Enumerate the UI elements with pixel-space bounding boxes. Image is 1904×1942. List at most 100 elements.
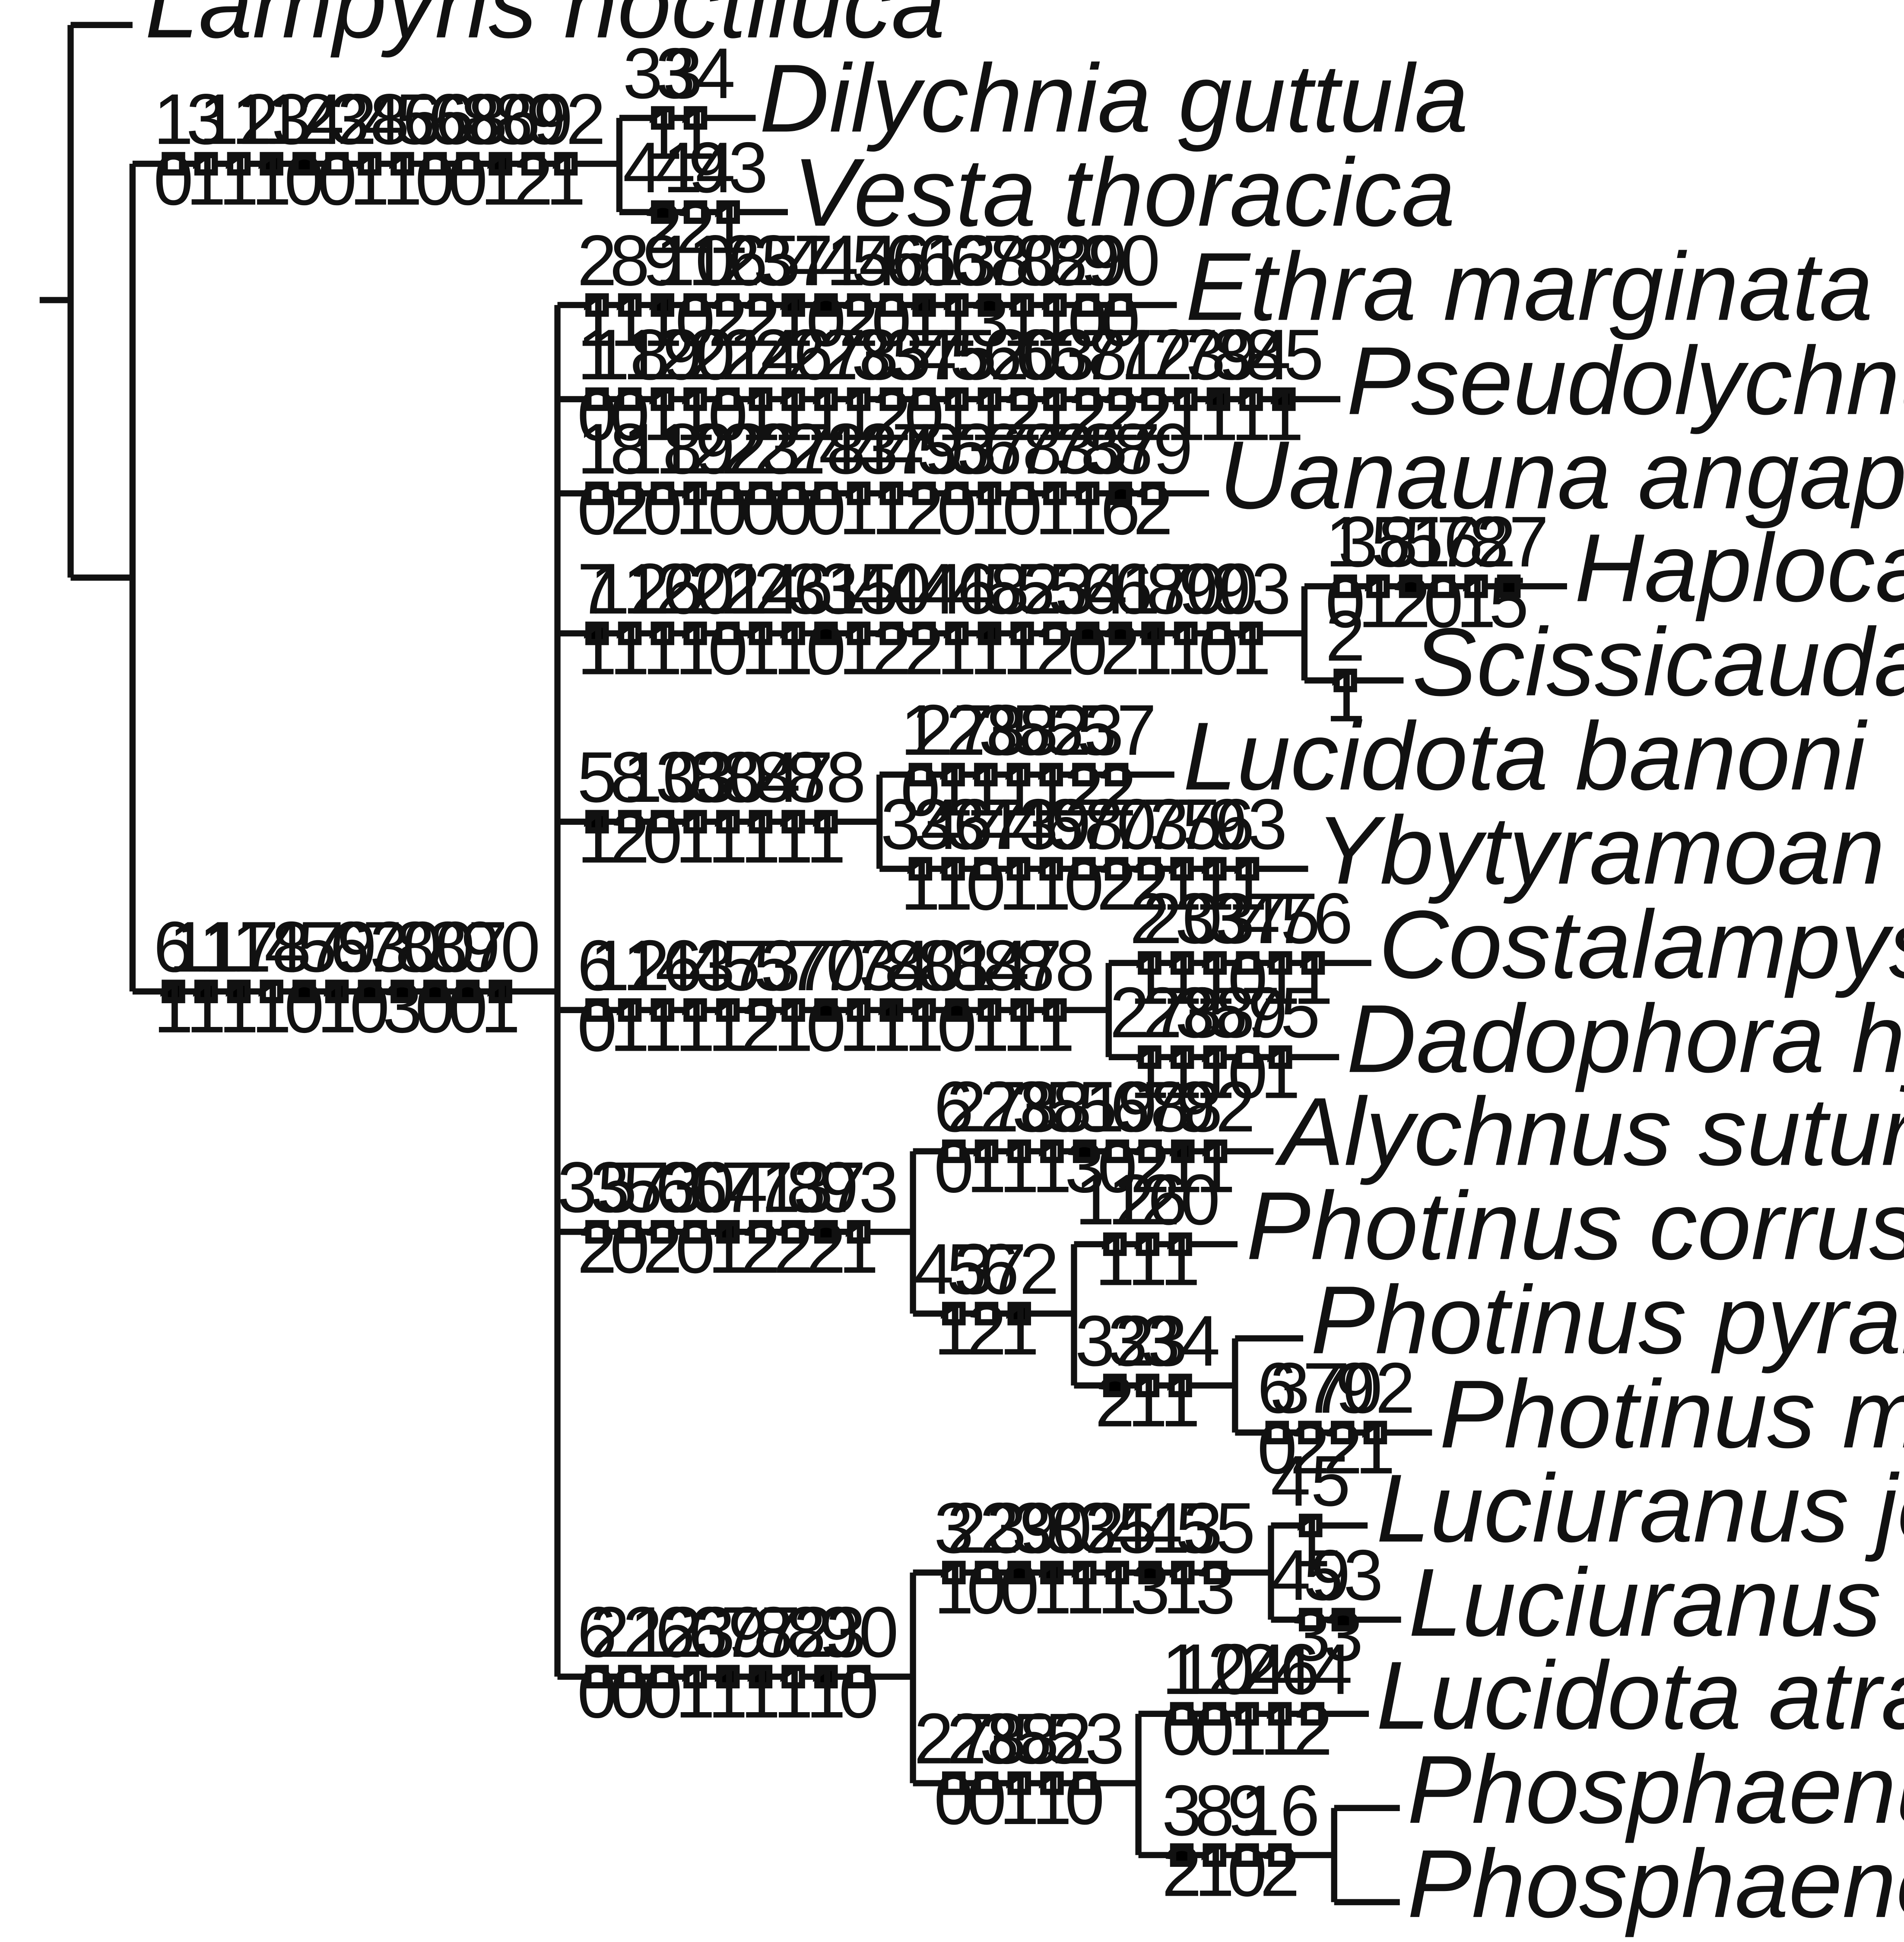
character-state: 2 <box>708 281 748 362</box>
character-state: 1 <box>708 986 748 1066</box>
character-state: 0 <box>1423 563 1463 643</box>
character-state: 1 <box>1032 1549 1072 1629</box>
character-state: 1 <box>219 140 259 220</box>
character-number: 24 <box>1207 1629 1287 1710</box>
open-character-box <box>879 387 904 411</box>
character-state: 0 <box>1064 845 1104 925</box>
open-character-box <box>1039 763 1063 787</box>
character-state: 1 <box>904 281 944 362</box>
character-number: 6 <box>1257 1348 1298 1428</box>
character-state: 1 <box>1260 1690 1300 1770</box>
character-state: 2 <box>1133 375 1173 456</box>
character-number: 13 <box>232 79 311 159</box>
character-state: 1 <box>643 375 683 456</box>
character-number: 21 <box>590 1592 670 1672</box>
character-state: 2 <box>1097 845 1137 925</box>
open-character-box <box>1268 1702 1292 1726</box>
character-state: 0 <box>937 470 977 550</box>
character-number: 88 <box>786 737 866 817</box>
character-number: 89 <box>493 79 573 159</box>
filled-character-box <box>814 998 838 1022</box>
filled-character-box <box>977 621 1002 645</box>
open-character-box <box>1174 387 1198 411</box>
character-state: 1 <box>1130 1033 1170 1113</box>
open-character-box <box>1043 998 1067 1022</box>
open-character-box <box>651 621 675 645</box>
character-number: 19 <box>622 315 702 395</box>
character-state: 0 <box>904 375 944 456</box>
character-state: 2 <box>1095 1361 1135 1442</box>
character-number: 92 <box>1335 1348 1415 1428</box>
character-state: 1 <box>741 610 781 690</box>
filled-character-box <box>716 1665 740 1689</box>
character-number: 37 <box>1270 1348 1350 1428</box>
character-number: 70 <box>1303 1348 1383 1428</box>
open-character-box <box>1136 1373 1160 1398</box>
open-character-box <box>683 810 707 834</box>
open-character-box <box>618 621 642 645</box>
character-number: 33 <box>1175 878 1255 959</box>
filled-character-box <box>814 1665 838 1689</box>
character-state: 3 <box>970 281 1010 362</box>
character-number: 19 <box>655 409 735 489</box>
character-number: 78 <box>1143 1067 1223 1147</box>
taxon-photinus-corruscus: Photinus corruscus <box>1246 1172 1904 1280</box>
character-state: 3 <box>1291 1596 1331 1676</box>
character-number: 38 <box>1175 973 1255 1053</box>
open-character-box <box>1168 1373 1192 1398</box>
character-state: 1 <box>643 94 683 175</box>
taxon-photinus-macdermotti: Photinus macdermotti <box>1440 1360 1904 1468</box>
filled-character-box <box>1170 1843 1194 1867</box>
character-number: 56 <box>395 79 475 159</box>
filled-character-box <box>651 200 675 224</box>
character-state: 2 <box>643 1208 683 1288</box>
character-state: 1 <box>773 281 813 362</box>
character-number: 18 <box>622 409 702 489</box>
character-number: 80 <box>688 737 768 817</box>
character-number: 70 <box>786 925 866 1006</box>
character-number: 72 <box>1113 315 1193 395</box>
character-number: 43 <box>914 1229 994 1309</box>
character-number: 51 <box>1045 1067 1125 1147</box>
character-state: 2 <box>676 188 716 269</box>
open-character-box <box>908 763 933 787</box>
character-state: 1 <box>577 798 617 878</box>
character-state: 1 <box>1160 1361 1200 1442</box>
character-number: 20 <box>655 549 735 629</box>
taxon-costalampys-delicata: Costalampys delicata <box>1379 890 1904 998</box>
taxon-pseudolychnuris-vittata: Pseudolychnuris vittata <box>1346 327 1904 435</box>
open-character-box <box>781 481 805 505</box>
filled-character-box <box>489 152 512 176</box>
character-number: 63 <box>917 220 997 301</box>
character-number: 20 <box>1142 878 1222 959</box>
filled-character-box <box>1103 1373 1127 1398</box>
filled-character-box <box>1007 1561 1031 1585</box>
open-character-box <box>260 979 283 1004</box>
character-number: 6 <box>577 925 617 1006</box>
open-character-box <box>1265 1421 1289 1445</box>
character-state: 1 <box>643 610 683 690</box>
character-number: 28 <box>1142 973 1222 1053</box>
filled-character-box <box>423 979 447 1004</box>
open-character-box <box>912 481 936 505</box>
open-character-box <box>945 293 969 317</box>
character-state: 1 <box>1231 375 1271 456</box>
character-number: 87 <box>1080 409 1160 489</box>
open-character-box <box>618 998 642 1022</box>
filled-character-box <box>912 293 936 317</box>
open-character-box <box>1174 621 1198 645</box>
character-state: 1 <box>317 967 357 1048</box>
open-character-box <box>1076 387 1100 411</box>
character-state: 2 <box>1130 845 1170 925</box>
open-character-box <box>1010 293 1034 317</box>
character-number: 30 <box>1012 1488 1092 1568</box>
character-number: 28 <box>946 690 1026 770</box>
open-character-box <box>618 293 642 317</box>
character-state: 1 <box>1032 1127 1072 1208</box>
open-character-box <box>942 1561 966 1585</box>
character-number: 73 <box>753 1147 833 1227</box>
filled-character-box <box>292 152 316 176</box>
character-number: 43 <box>1143 1488 1223 1568</box>
taxon-alychnus-suturalis: Alychnus suturalis <box>1275 1077 1904 1186</box>
character-number: 56 <box>1403 502 1483 582</box>
